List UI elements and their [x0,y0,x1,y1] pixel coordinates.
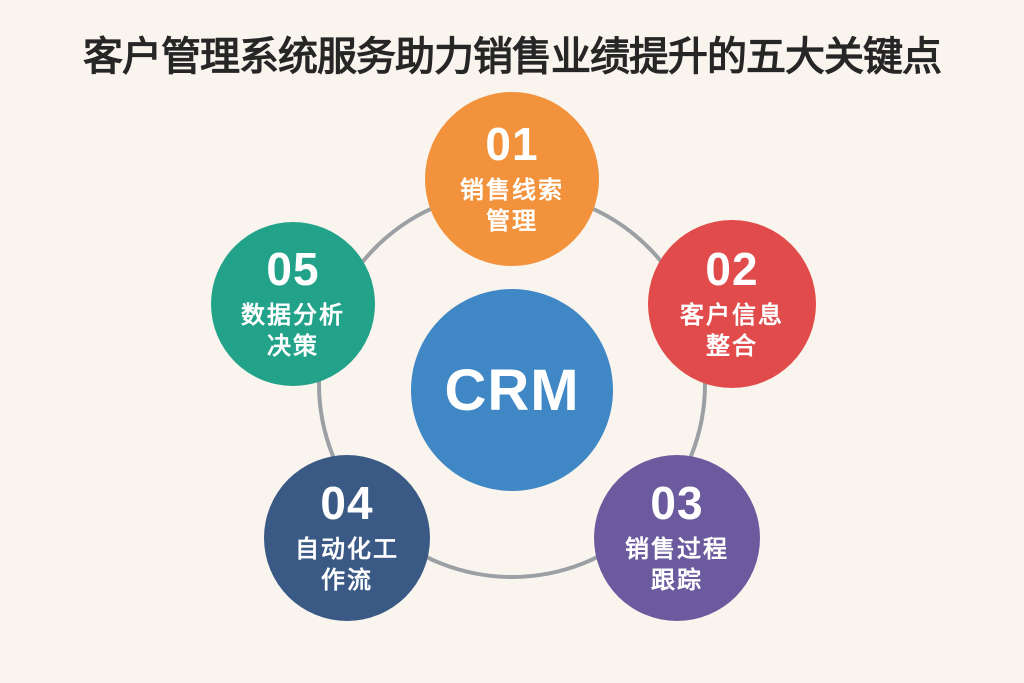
node-label-line2: 跟踪 [651,567,703,594]
node-number: 01 [485,117,539,170]
node-number: 05 [266,242,320,295]
node-customer-info: 02 客户信息 整合 [648,220,816,388]
node-label: 客户信息 整合 [680,300,784,362]
node-label-line1: 销售线索 [460,176,564,204]
node-data-analysis: 05 数据分析 决策 [211,222,375,386]
node-label: 数据分析 决策 [241,300,345,362]
node-sales-leads: 01 销售线索 管理 [425,92,599,266]
node-label: 销售线索 管理 [460,175,564,237]
node-number: 02 [705,242,759,295]
node-automation-workflow: 04 自动化工 作流 [264,455,430,621]
node-label-line1: 销售过程 [625,535,729,563]
node-label-line2: 作流 [321,567,373,594]
node-label-line1: 客户信息 [680,301,784,329]
node-number: 03 [650,476,704,529]
node-crm-center: CRM [411,289,613,491]
node-label-line1: 自动化工 [295,535,399,563]
node-label-line2: 管理 [486,208,538,235]
node-label: 自动化工 作流 [295,534,399,596]
node-label-line2: 决策 [267,333,319,360]
node-number: 04 [320,476,374,529]
crm-label: CRM [444,357,580,423]
node-sales-process: 03 销售过程 跟踪 [594,455,760,621]
page-title: 客户管理系统服务助力销售业绩提升的五大关键点 [83,35,942,79]
node-label: 销售过程 跟踪 [625,534,729,596]
node-label-line2: 整合 [706,333,758,360]
node-label-line1: 数据分析 [241,301,345,329]
